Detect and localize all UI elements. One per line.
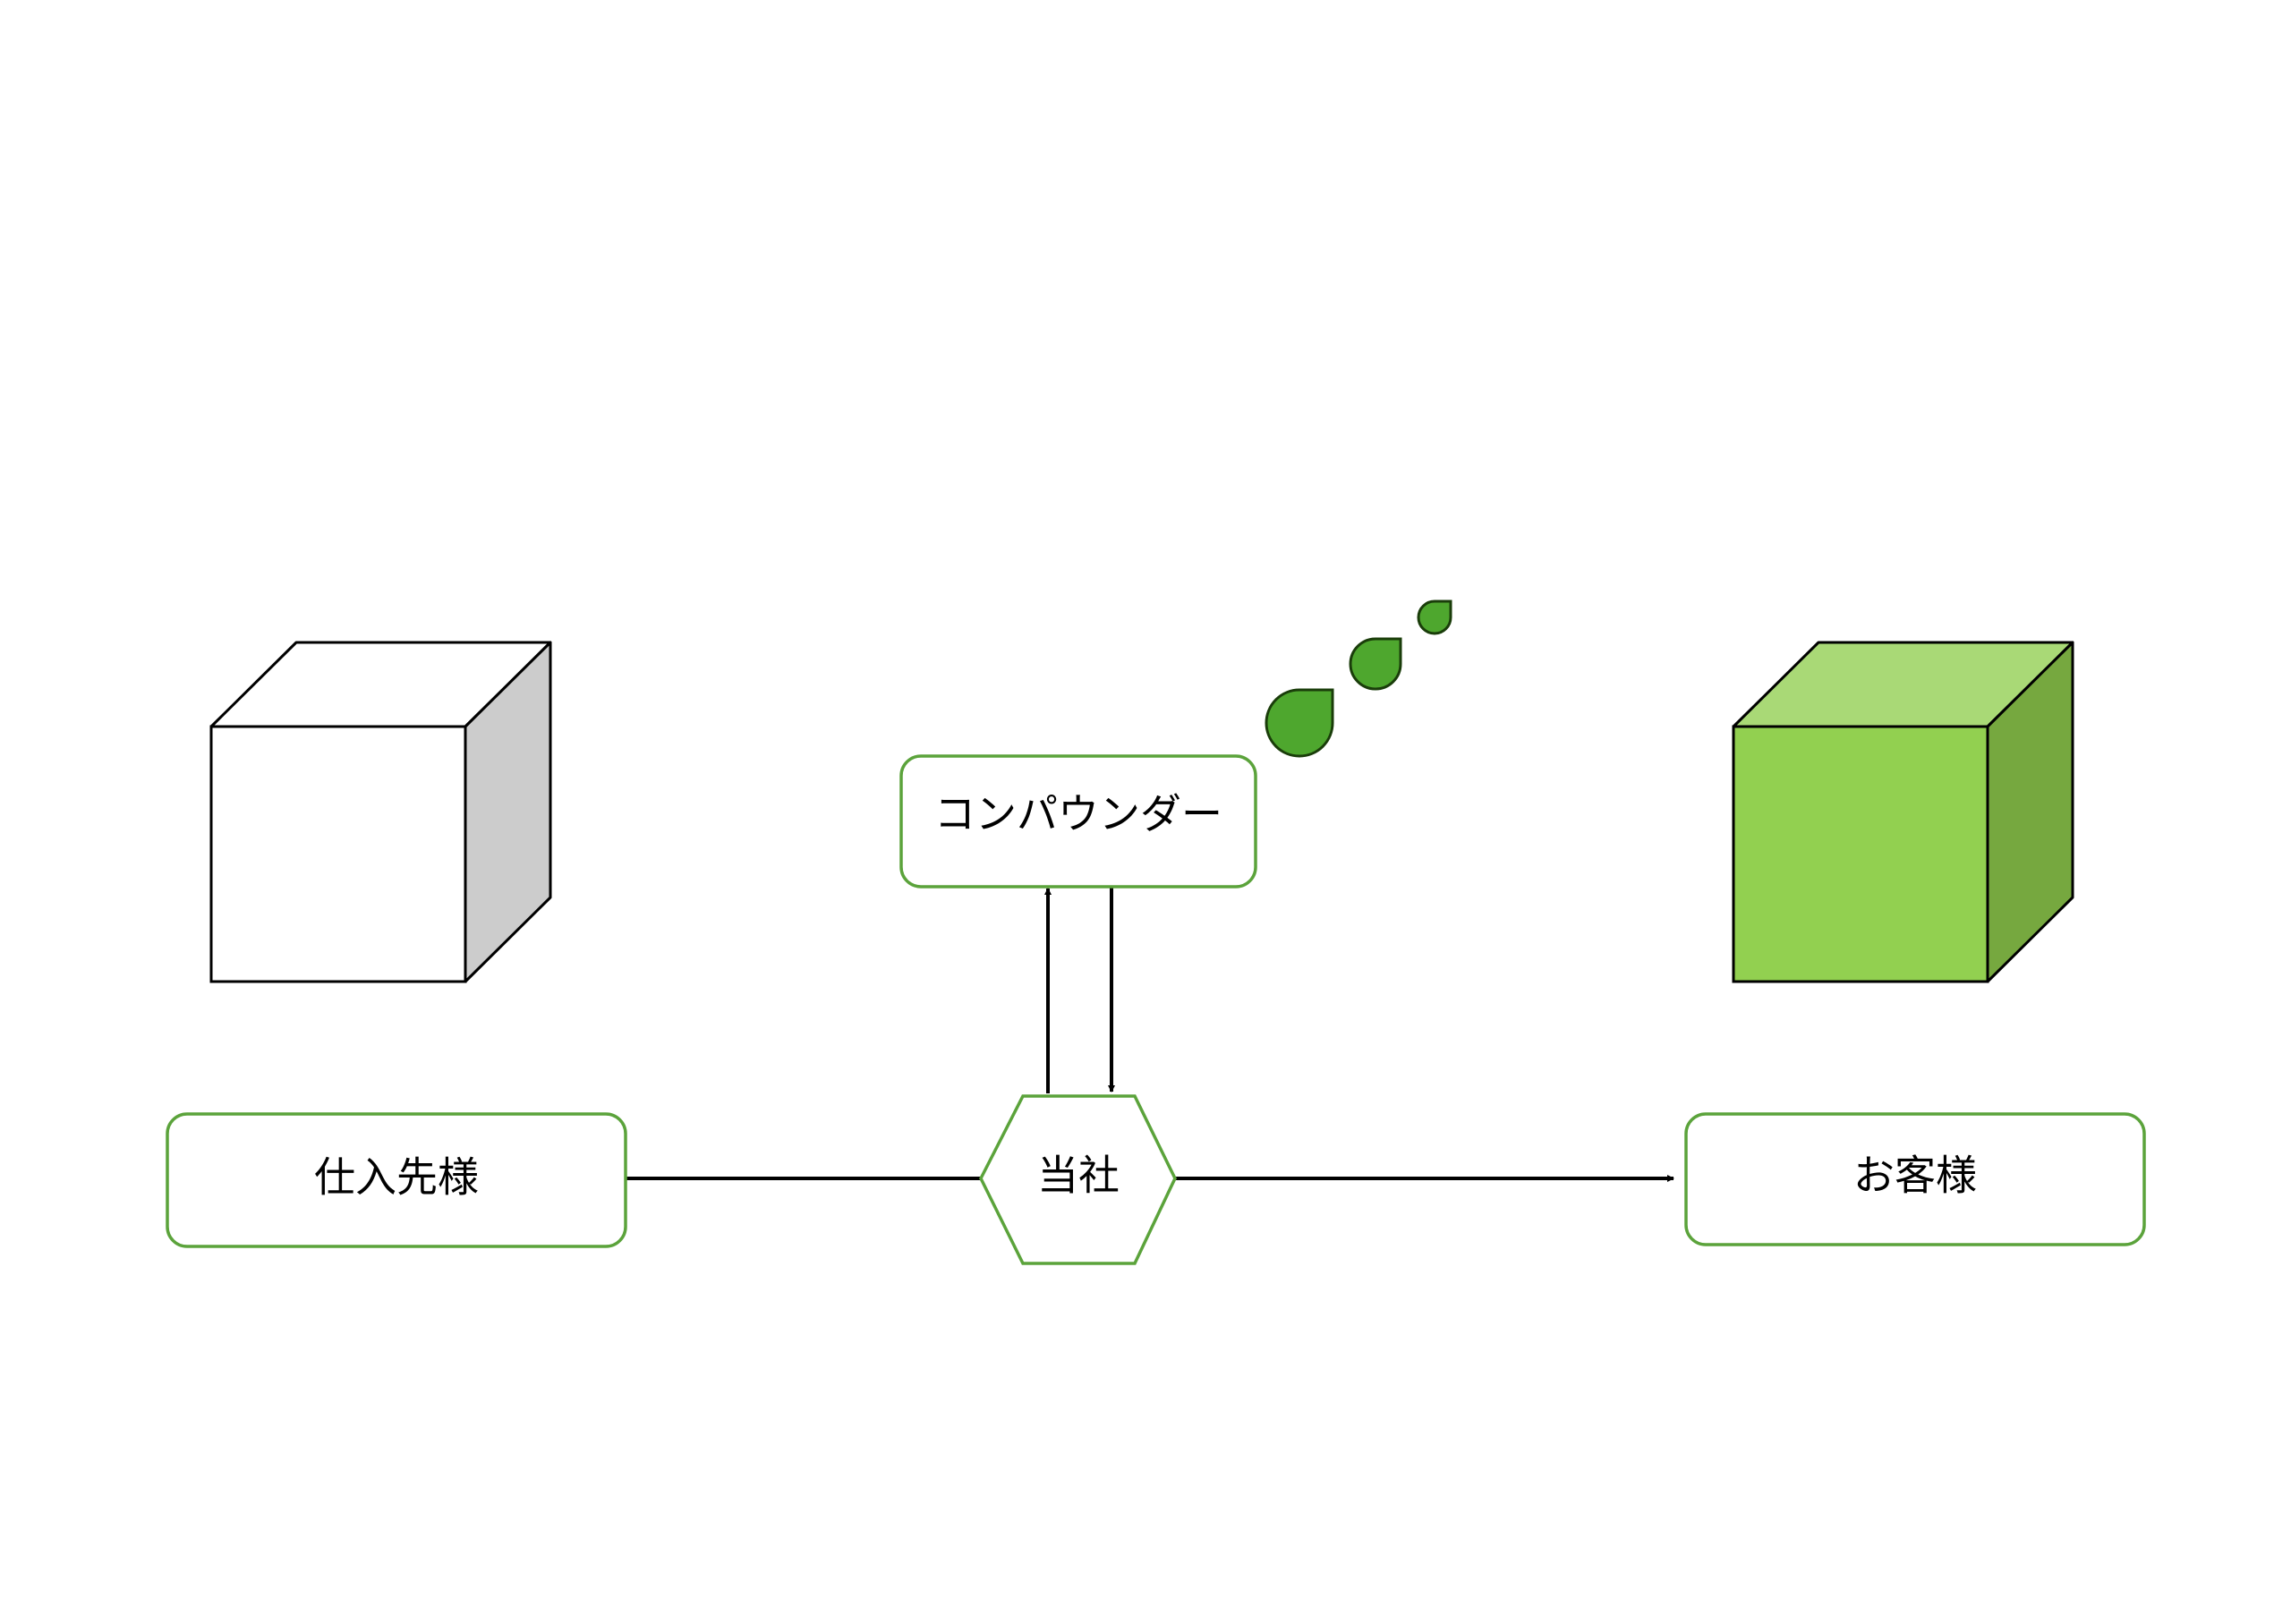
node-company-label: 当社 [1037, 1152, 1120, 1200]
white-cube-front [209, 725, 467, 983]
node-labels: 仕入先様 コンパウンダー 当社 お客様 [314, 790, 1977, 1202]
droplets-icon [1265, 599, 1452, 758]
node-compounder-label: コンパウンダー [934, 790, 1222, 838]
connectors [626, 887, 1674, 1182]
node-company [979, 1094, 1177, 1265]
white-cube-icon [209, 641, 552, 983]
droplet-small-icon [1417, 599, 1452, 635]
node-compounder [899, 754, 1257, 889]
node-customer [1684, 1112, 2146, 1246]
node-shapes [166, 754, 2146, 1265]
droplet-medium-icon [1349, 637, 1402, 691]
droplet-large-icon [1265, 688, 1334, 758]
green-cube-icon [1732, 641, 2074, 983]
node-supplier [166, 1112, 627, 1248]
node-supplier-label: 仕入先様 [314, 1153, 479, 1202]
node-customer-label: お客様 [1853, 1152, 1977, 1200]
green-cube-front [1732, 725, 1989, 983]
